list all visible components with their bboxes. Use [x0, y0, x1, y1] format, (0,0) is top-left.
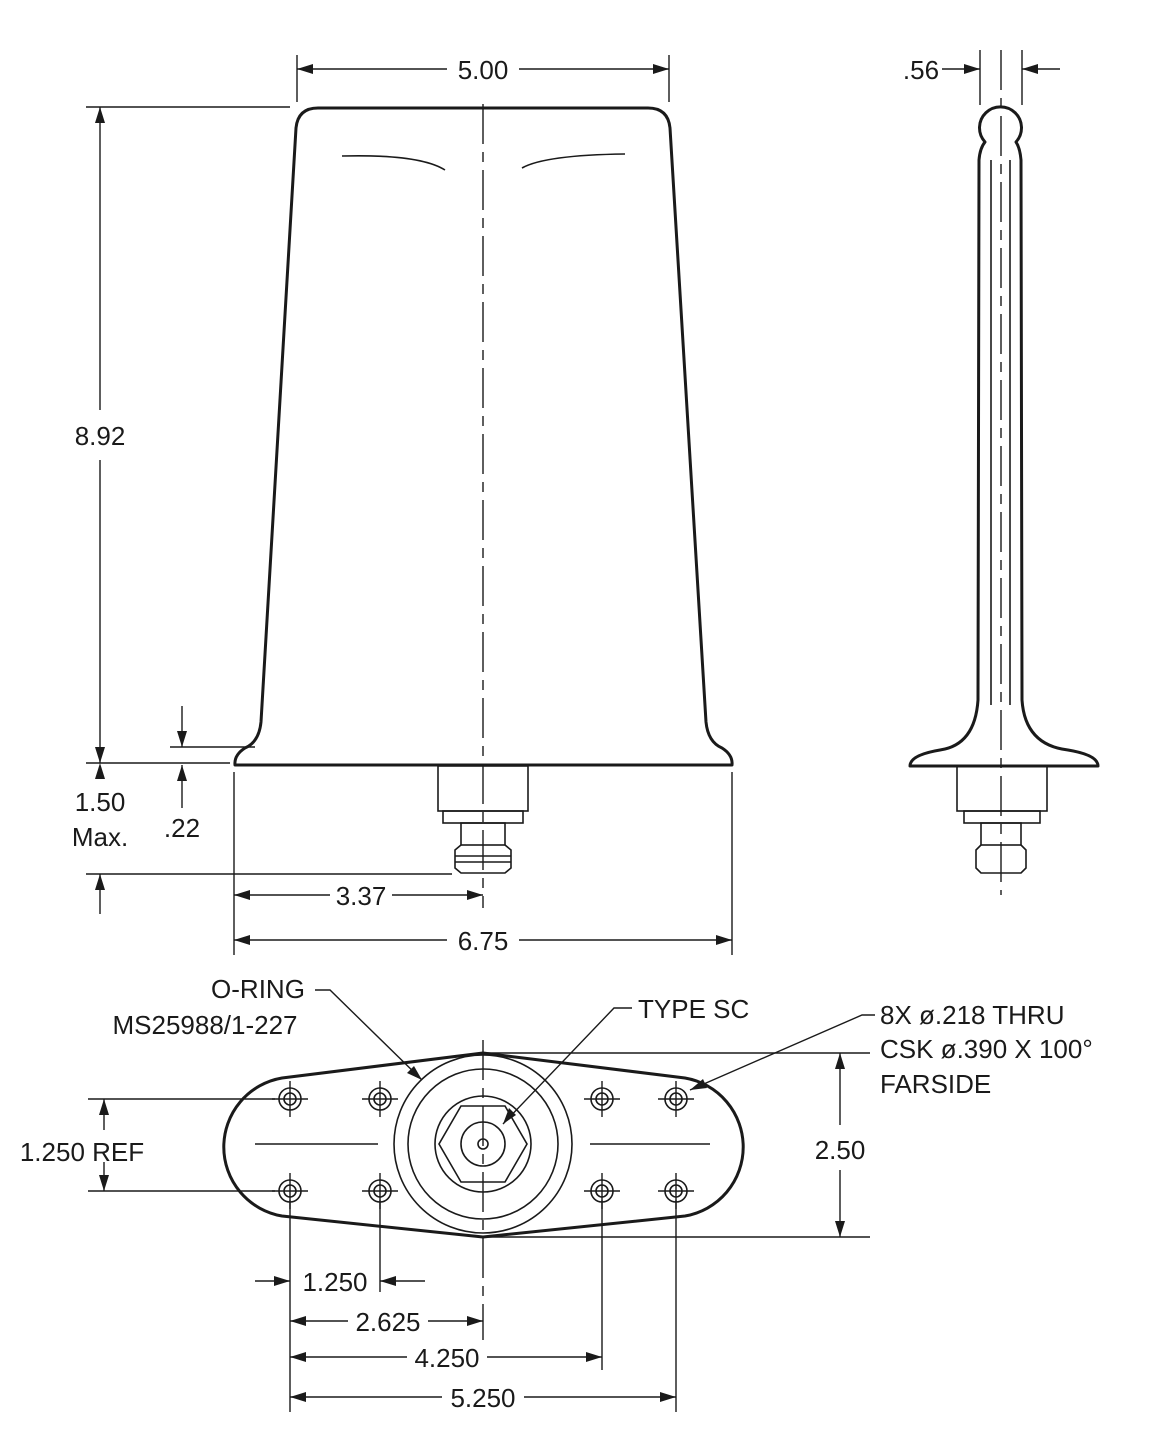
connector-side	[956, 765, 1048, 874]
dim-side-thickness-label: .56	[903, 55, 939, 85]
mount-hole	[657, 1080, 695, 1118]
mount-hole	[361, 1080, 399, 1118]
dim-flange-thickness: .22	[164, 706, 255, 843]
callout-holes-line3: FARSIDE	[880, 1069, 991, 1099]
connector-front	[437, 765, 529, 874]
dim-hole-offset-center: 2.625	[290, 1307, 483, 1337]
callout-holes: 8X ø.218 THRU CSK ø.390 X 100° FARSIDE	[689, 1000, 1093, 1099]
dim-top-width-label: 5.00	[458, 55, 509, 85]
callout-holes-line2: CSK ø.390 X 100°	[880, 1034, 1093, 1064]
dim-height-label: 8.92	[75, 421, 126, 451]
dim-base-width: 6.75	[234, 926, 732, 956]
callout-oring-line2: MS25988/1-227	[112, 1010, 297, 1040]
dim-base-width-label: 6.75	[458, 926, 509, 956]
dim-connector-height: 1.50 Max.	[72, 763, 452, 914]
dim-flange-thickness-label: .22	[164, 813, 200, 843]
callout-oring: O-RING MS25988/1-227	[112, 974, 423, 1081]
mount-hole	[583, 1080, 621, 1118]
dim-hole-pitch-label: 1.250	[302, 1267, 367, 1297]
hex-nut	[438, 1105, 528, 1183]
side-view	[908, 50, 1100, 895]
callout-type-sc-label: TYPE SC	[638, 994, 749, 1024]
dim-hole-span-inner: 4.250	[290, 1343, 602, 1373]
radome-highlight-left	[341, 154, 446, 171]
dim-hole-span-outer: 5.250	[290, 1383, 676, 1413]
dim-base-depth-label: 2.50	[815, 1135, 866, 1165]
callout-holes-line1: 8X ø.218 THRU	[880, 1000, 1064, 1030]
mount-hole	[271, 1080, 309, 1118]
radome-highlight-right	[521, 153, 626, 169]
dim-half-base-label: 3.37	[336, 881, 387, 911]
callout-type-sc: TYPE SC	[502, 994, 749, 1125]
side-outline	[908, 105, 1100, 768]
radome-outline	[233, 106, 734, 767]
dim-hole-span-inner-label: 4.250	[414, 1343, 479, 1373]
dim-connector-height-value: 1.50	[75, 787, 126, 817]
bottom-extension-lines	[289, 1200, 677, 1412]
dim-hole-row-spacing: 1.250 REF	[20, 1098, 275, 1192]
dim-top-width: 5.00	[296, 55, 670, 102]
dim-hole-pitch: 1.250	[255, 1267, 425, 1297]
dim-side-thickness: .56	[903, 50, 1060, 105]
callout-oring-line1: O-RING	[211, 974, 305, 1004]
dim-half-base: 3.37	[233, 772, 733, 955]
dim-connector-height-suffix: Max.	[72, 822, 128, 852]
dim-hole-row-spacing-label: 1.250 REF	[20, 1137, 144, 1167]
dim-height: 8.92	[75, 106, 290, 764]
front-view	[233, 104, 734, 908]
dim-hole-offset-center-label: 2.625	[355, 1307, 420, 1337]
dim-hole-span-outer-label: 5.250	[450, 1383, 515, 1413]
